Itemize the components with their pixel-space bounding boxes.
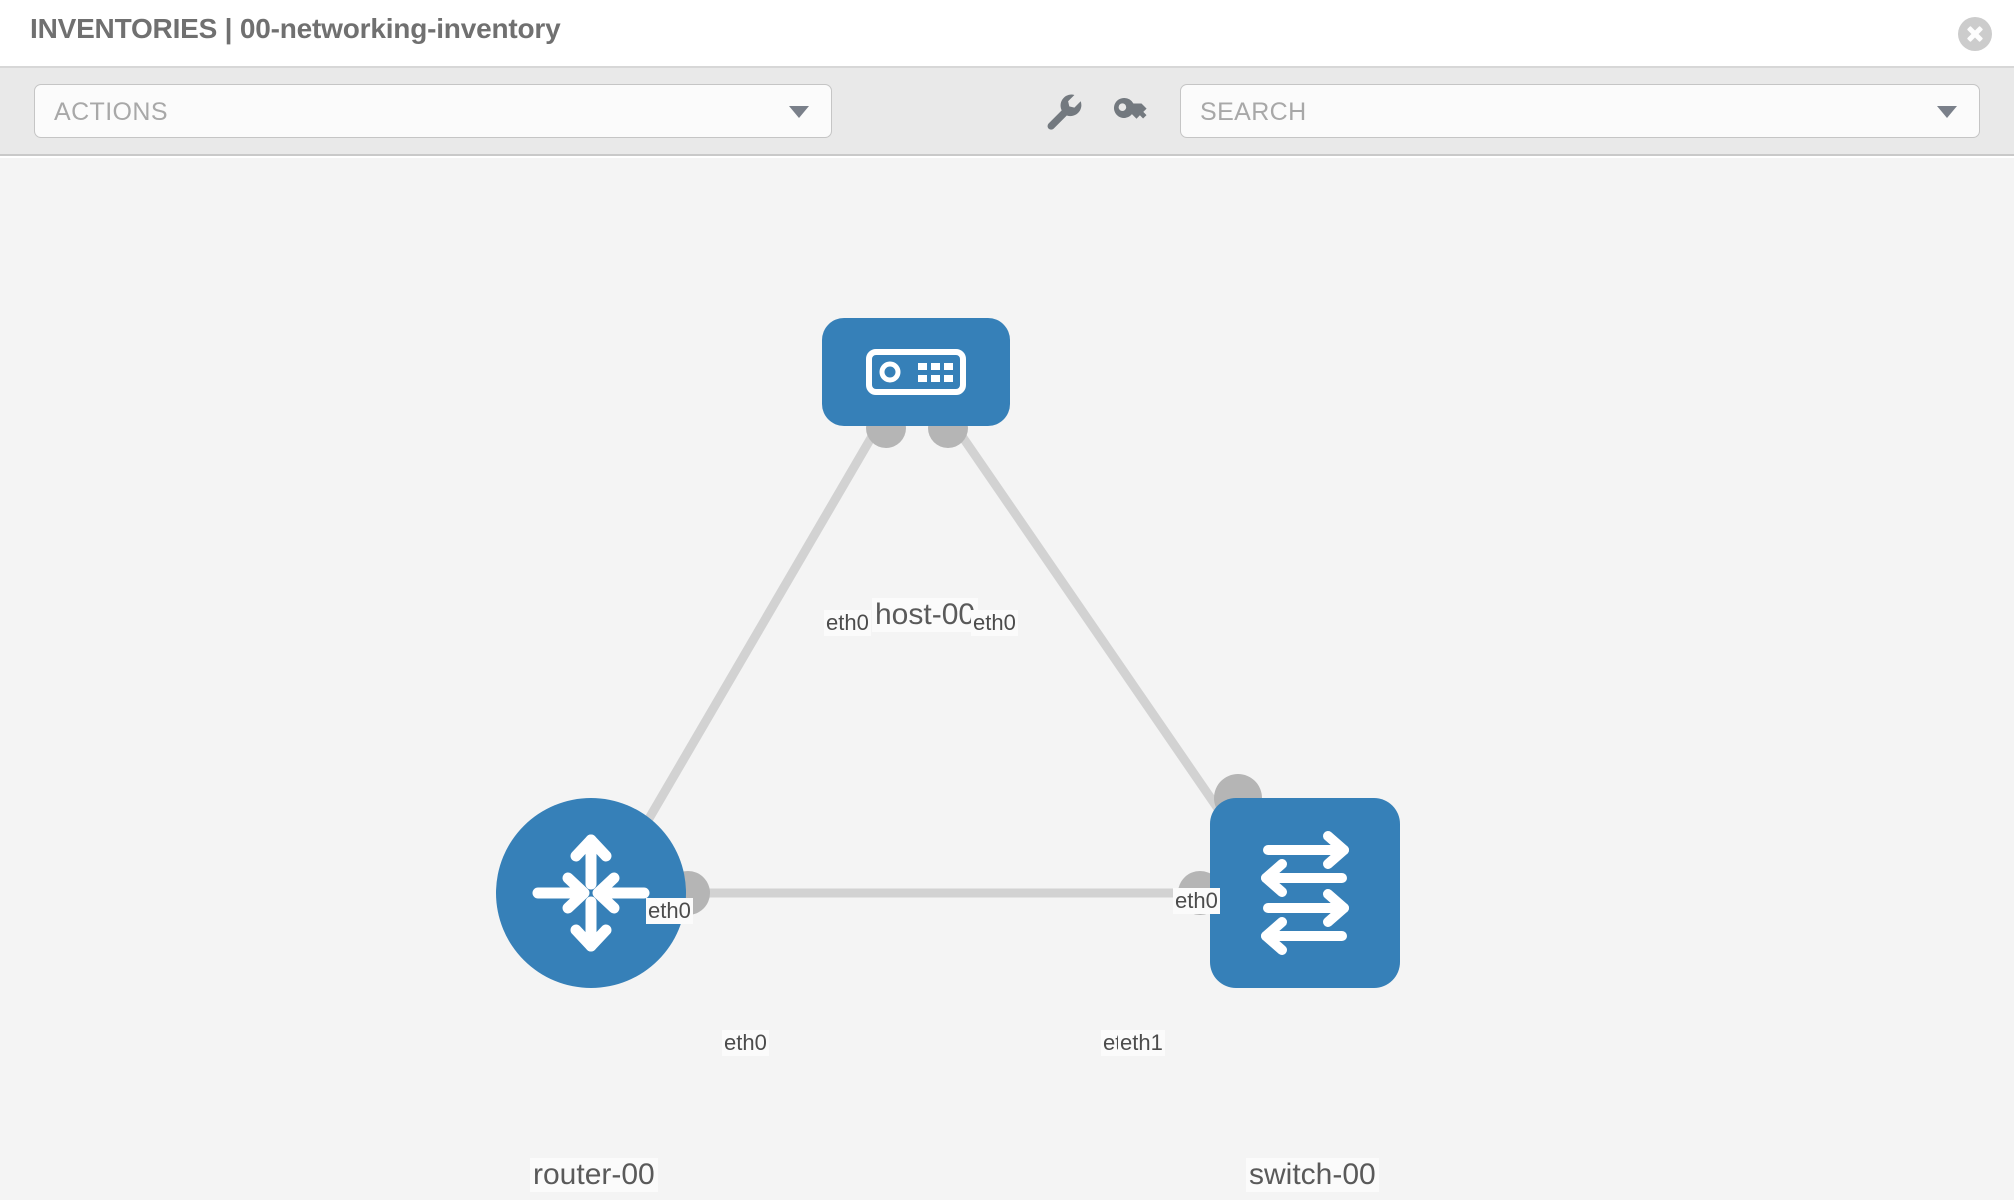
actions-dropdown-label: ACTIONS bbox=[54, 98, 168, 126]
key-icon[interactable] bbox=[1108, 88, 1154, 134]
node-host-00[interactable] bbox=[822, 318, 1010, 426]
close-icon[interactable] bbox=[1958, 17, 1992, 51]
router-arrows-icon bbox=[532, 834, 650, 952]
node-label-host-00: host-00 bbox=[872, 598, 979, 632]
node-switch-00[interactable] bbox=[1210, 798, 1400, 988]
link-label-switch-middle-b: eth1 bbox=[1118, 1030, 1165, 1056]
link-label-router-upper: eth0 bbox=[646, 898, 693, 924]
node-label-switch-00: switch-00 bbox=[1246, 1158, 1379, 1192]
search-placeholder: SEARCH bbox=[1200, 98, 1307, 126]
node-label-router-00: router-00 bbox=[530, 1158, 658, 1192]
link-label-host-right: eth0 bbox=[971, 610, 1018, 636]
link-label-router-middle: eth0 bbox=[722, 1030, 769, 1056]
topology-canvas[interactable]: host-00 router-00 switch-00 eth0 eth0 et… bbox=[0, 158, 2014, 1200]
toolbar: ACTIONS SEARCH bbox=[0, 68, 2014, 156]
page-title: INVENTORIES | 00-networking-inventory bbox=[30, 13, 561, 44]
search-input[interactable]: SEARCH bbox=[1180, 84, 1980, 138]
link-label-host-left: eth0 bbox=[824, 610, 871, 636]
link-label-switch-upper: eth0 bbox=[1173, 888, 1220, 914]
link-label-switch-middle-a: et bbox=[1101, 1030, 1124, 1056]
actions-dropdown[interactable]: ACTIONS bbox=[34, 84, 832, 138]
chevron-down-icon bbox=[789, 106, 809, 118]
wrench-icon[interactable] bbox=[1040, 88, 1086, 134]
topology-links bbox=[622, 408, 1262, 915]
node-router-00[interactable] bbox=[496, 798, 686, 988]
server-icon bbox=[866, 349, 966, 395]
switch-arrows-icon bbox=[1261, 831, 1349, 955]
page-header: INVENTORIES | 00-networking-inventory bbox=[0, 0, 2014, 68]
chevron-down-icon[interactable] bbox=[1937, 106, 1957, 118]
